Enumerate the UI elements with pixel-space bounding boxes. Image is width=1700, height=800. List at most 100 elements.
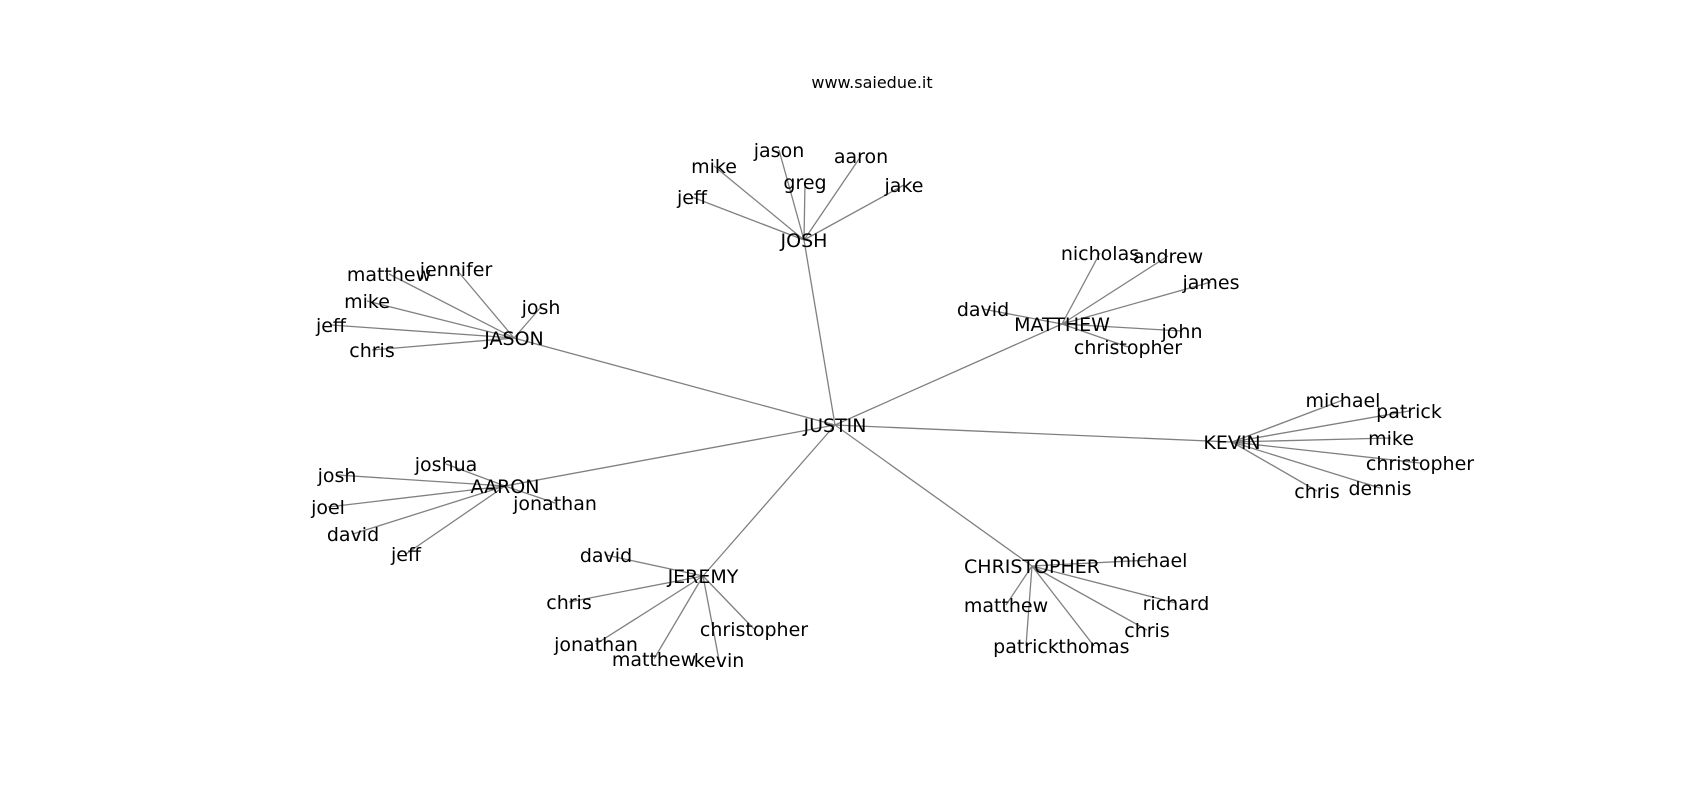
group-node-christopher: CHRISTOPHER: [964, 556, 1100, 578]
edge-jeremy-david: [605, 554, 704, 577]
member-node-josh: josh: [521, 297, 561, 319]
edge-matthew-christopher: [1061, 323, 1129, 348]
edge-aaron-joshua: [445, 463, 506, 487]
member-node-chris: chris: [1124, 620, 1169, 642]
edge-jason-jeff: [330, 324, 515, 339]
member-node-matthew: matthew: [964, 595, 1048, 617]
group-node-matthew: MATTHEW: [1014, 314, 1110, 336]
member-node-greg: greg: [783, 172, 826, 194]
member-node-jeff: jeff: [315, 315, 347, 337]
member-node-james: james: [1181, 272, 1239, 294]
member-node-andrew: andrew: [1133, 246, 1203, 268]
edge-jason-chris: [371, 337, 515, 351]
edge-matthew-james: [1061, 281, 1212, 325]
edge-kevin-michael: [1231, 399, 1344, 443]
member-node-joshua: joshua: [414, 454, 478, 476]
edge-aaron-joel: [327, 485, 506, 508]
member-node-aaron: aaron: [834, 146, 888, 168]
member-node-jonathan: jonathan: [512, 493, 597, 515]
edge-kevin-dennis: [1231, 441, 1381, 489]
member-node-mike: mike: [691, 156, 737, 178]
member-node-jeff: jeff: [390, 544, 422, 566]
member-node-jeff: jeff: [676, 187, 708, 209]
edge-josh-greg: [803, 181, 806, 241]
edge-christopher-michael: [1031, 559, 1151, 567]
member-node-dennis: dennis: [1348, 478, 1411, 500]
member-node-jason: jason: [753, 140, 805, 162]
edge-kevin-patrick: [1231, 410, 1410, 443]
member-node-jennifer: jennifer: [419, 259, 493, 281]
site-label: www.saiedue.it: [811, 73, 932, 92]
member-node-kevin: kevin: [694, 650, 745, 672]
edge-josh-aaron: [803, 155, 862, 241]
member-node-thomas: thomas: [1058, 636, 1129, 658]
edge-jason-mike: [366, 300, 515, 339]
edge-root-matthew: [834, 323, 1063, 426]
edge-aaron-jonathan: [504, 485, 556, 504]
edge-matthew-nicholas: [1061, 252, 1101, 325]
edge-jason-jennifer: [455, 268, 515, 339]
member-node-chris: chris: [546, 592, 591, 614]
edge-jeremy-christopher: [702, 575, 755, 630]
edge-christopher-matthew: [1005, 565, 1033, 606]
group-node-aaron: AARON: [471, 476, 540, 498]
member-node-matthew: matthew: [612, 649, 696, 671]
member-node-jake: jake: [884, 175, 924, 197]
member-node-christopher: christopher: [1366, 453, 1474, 475]
edge-aaron-jeff: [405, 485, 506, 555]
edge-root-josh: [803, 239, 836, 426]
edge-kevin-chris: [1231, 441, 1318, 492]
member-node-nicholas: nicholas: [1061, 243, 1139, 265]
member-node-patrick: patrick: [1376, 401, 1442, 423]
member-node-patrick: patrick: [993, 636, 1059, 658]
member-node-chris: chris: [1294, 481, 1339, 503]
edge-josh-jake: [803, 184, 905, 241]
root-node: JUSTIN: [803, 415, 867, 437]
edge-jeremy-kevin: [702, 575, 720, 661]
member-node-michael: michael: [1113, 550, 1188, 572]
edge-jason-josh: [513, 306, 542, 339]
member-node-david: david: [957, 299, 1009, 321]
edge-christopher-patrick: [1025, 565, 1033, 647]
edge-christopher-chris: [1031, 565, 1148, 631]
member-node-john: john: [1161, 321, 1203, 343]
edge-christopher-richard: [1031, 565, 1177, 604]
edge-jeremy-chris: [568, 575, 704, 603]
member-node-joel: joel: [310, 497, 345, 519]
edge-root-kevin: [834, 424, 1233, 443]
edge-kevin-mike: [1231, 437, 1392, 443]
edges: [327, 149, 1421, 661]
edge-root-christopher: [834, 424, 1033, 567]
member-node-michael: michael: [1306, 390, 1381, 412]
edge-aaron-josh: [336, 474, 506, 487]
group-node-kevin: KEVIN: [1203, 432, 1260, 454]
edge-root-aaron: [504, 424, 836, 487]
edge-josh-jason: [778, 149, 805, 241]
edge-jeremy-jonathan: [595, 575, 704, 645]
edge-matthew-andrew: [1061, 255, 1169, 325]
member-node-jonathan: jonathan: [553, 634, 638, 656]
edge-kevin-christopher: [1231, 441, 1421, 464]
group-node-josh: JOSH: [780, 230, 828, 252]
edge-matthew-john: [1061, 323, 1183, 332]
edge-josh-jeff: [691, 196, 805, 241]
member-node-chris: chris: [349, 340, 394, 362]
member-node-david: david: [327, 524, 379, 546]
edge-jeremy-matthew: [653, 575, 704, 660]
member-node-matthew: matthew: [347, 264, 431, 286]
edge-christopher-thomas: [1031, 565, 1095, 647]
member-node-richard: richard: [1143, 593, 1210, 615]
member-node-josh: josh: [317, 465, 357, 487]
member-node-christopher: christopher: [700, 619, 808, 641]
edge-josh-mike: [713, 165, 805, 241]
edge-jason-matthew: [388, 273, 515, 339]
group-node-jason: JASON: [483, 328, 544, 350]
edge-root-jason: [513, 337, 836, 426]
member-node-david: david: [580, 545, 632, 567]
member-node-mike: mike: [1368, 428, 1414, 450]
member-node-christopher: christopher: [1074, 337, 1182, 359]
member-node-mike: mike: [344, 291, 390, 313]
edge-root-jeremy: [702, 424, 836, 577]
